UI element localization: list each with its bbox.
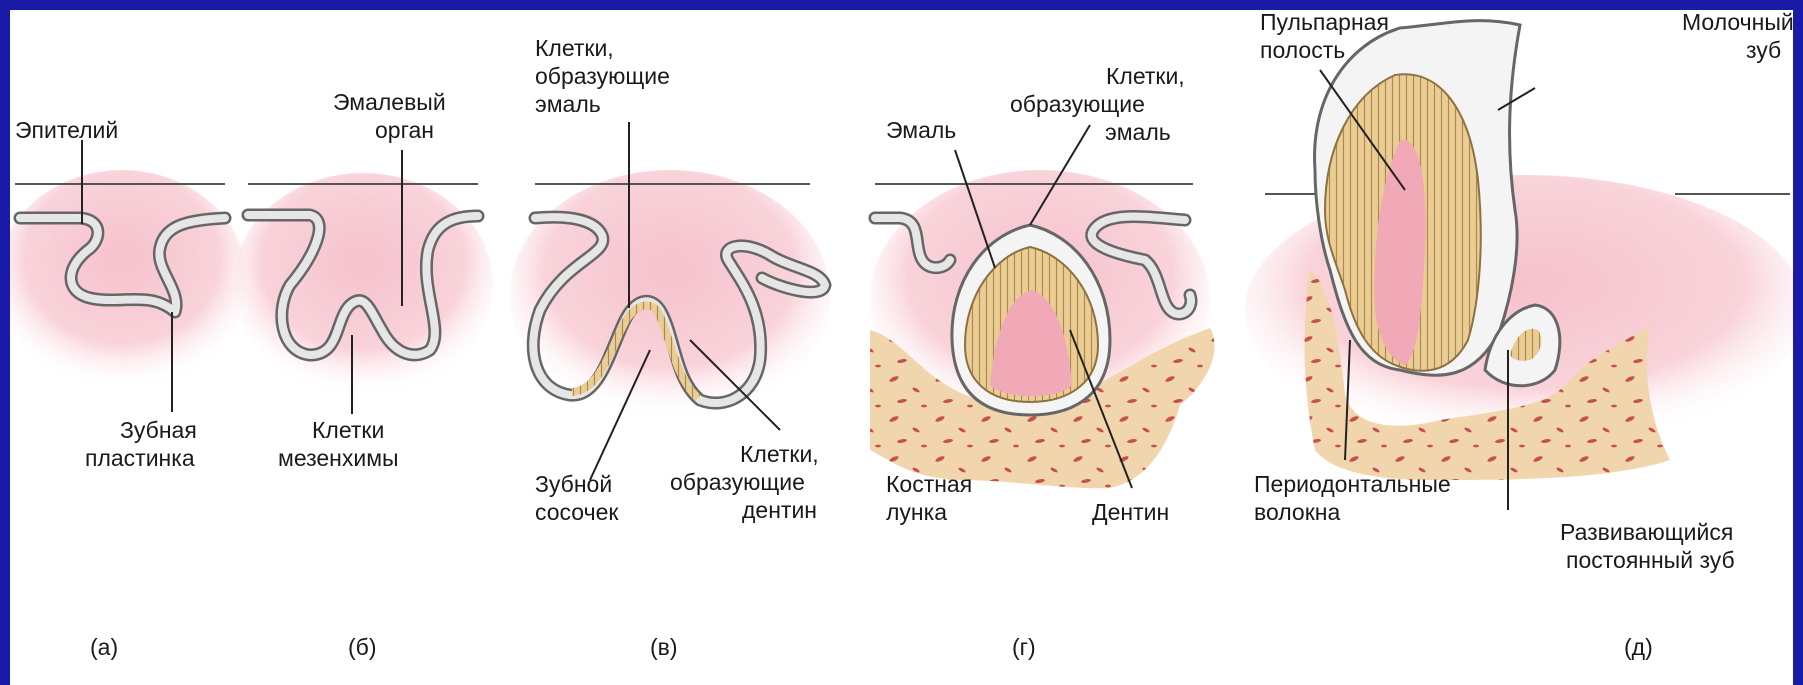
label-permanent-tooth-1: Развивающийся [1560,519,1733,545]
label-enamel-cells-d-1: Клетки, [1106,63,1185,89]
label-periodontal-fibers-2: волокна [1254,499,1340,525]
label-pulp-cavity-1: Пульпарная [1260,10,1389,35]
label-milk-tooth-1: Молочный [1682,10,1793,35]
panel-letter-c: (в) [650,634,678,660]
figure-frame: Эпителий Зубная пластинка (а) Эмалевый о… [10,10,1793,685]
label-bone-socket-1: Костная [886,471,972,497]
label-pulp-cavity-2: полость [1260,37,1345,63]
label-epithelium: Эпителий [15,117,118,143]
label-enamel-d: Эмаль [886,117,956,143]
panel-d: Эмаль Клетки, образующие эмаль Костная л… [870,63,1215,660]
tissue-a [10,170,247,390]
panel-letter-d: (г) [1012,634,1036,660]
label-enamel-organ-1: Эмалевый [333,89,446,115]
label-mesenchyme-2: мезенхимы [278,445,399,471]
panel-c: Клетки, образующие эмаль Зубной сосочек … [510,35,830,660]
tissue-b [233,173,493,397]
panel-letter-e: (д) [1624,634,1653,660]
label-dentin-d: Дентин [1092,499,1169,525]
label-dental-plate-2: пластинка [85,445,195,471]
label-enamel-cells-d-2: образующие [1010,91,1145,117]
panel-letter-a: (а) [90,634,118,660]
label-enamel-cells-d-3: эмаль [1105,119,1171,145]
label-bone-socket-2: лунка [886,499,947,525]
panel-letter-b: (б) [348,634,377,660]
label-enamel-cells-c-3: эмаль [535,91,601,117]
label-dentin-cells-3: дентин [742,497,817,523]
panel-a: Эпителий Зубная пластинка (а) [10,117,247,660]
label-permanent-tooth-2: постоянный зуб [1566,547,1735,573]
label-enamel-cells-c-2: образующие [535,63,670,89]
label-enamel-organ-2: орган [375,117,434,143]
tooth-development-diagram: Эпителий Зубная пластинка (а) Эмалевый о… [10,10,1793,685]
label-dentin-cells-1: Клетки, [740,441,819,467]
label-mesenchyme-1: Клетки [312,417,384,443]
label-papilla-1: Зубной [535,471,612,497]
label-dental-plate-1: Зубная [120,417,197,443]
label-enamel-cells-c-1: Клетки, [535,35,614,61]
label-dentin-cells-2: образующие [670,469,805,495]
label-papilla-2: сосочек [535,499,619,525]
panel-e: Пульпарная полость Молочный зуб Периодон… [1245,10,1793,660]
tissue-c [510,170,830,420]
label-periodontal-fibers-1: Периодонтальные [1254,471,1451,497]
panel-b: Эмалевый орган Клетки мезенхимы (б) [233,89,493,660]
label-milk-tooth-2: зуб [1746,37,1781,63]
